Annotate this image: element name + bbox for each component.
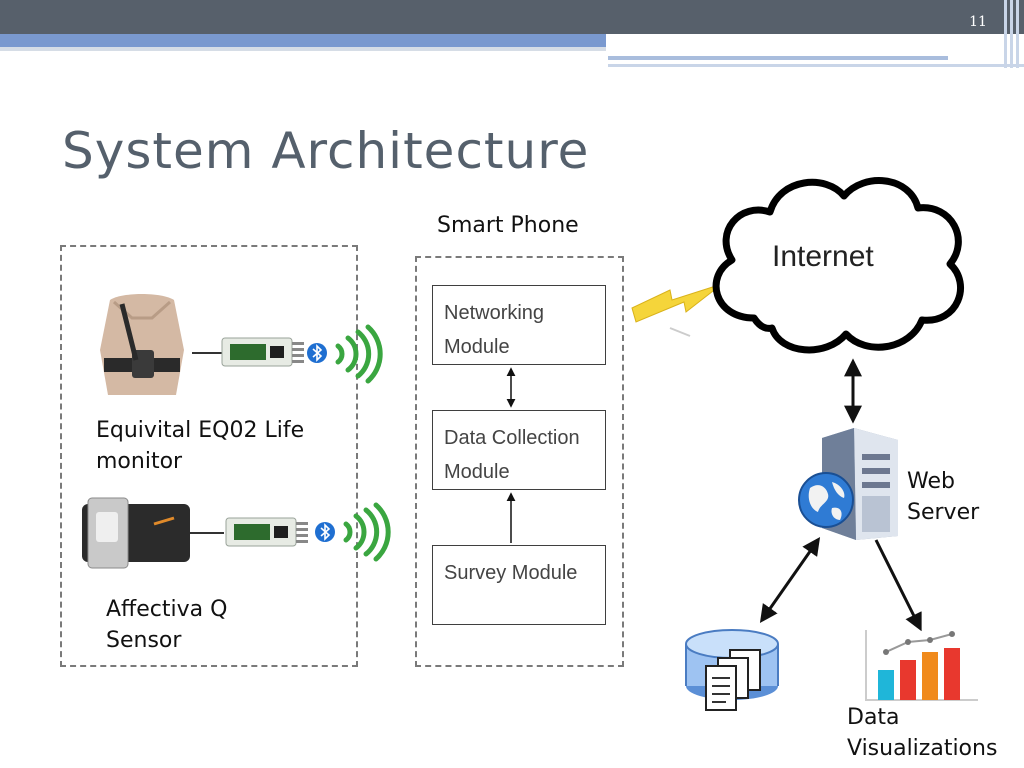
equivital-label: Equivital EQ02 Life monitor	[96, 418, 305, 474]
external-sensors-group	[60, 245, 358, 667]
header-tab-line	[608, 64, 1024, 67]
header-tab	[606, 34, 1024, 68]
survey-module: Survey Module	[432, 545, 606, 625]
header-stripe	[1010, 0, 1013, 68]
bluetooth-module-image	[225, 517, 308, 547]
database-icon	[685, 629, 779, 711]
wifi-waves-icon	[343, 502, 391, 562]
connector-line	[192, 352, 222, 354]
header-tab-line	[608, 56, 948, 60]
globe-icon	[798, 472, 854, 528]
header-accent-line	[0, 47, 1024, 51]
data-collection-module: Data Collection Module	[432, 410, 606, 490]
affectiva-label: Affectiva Q Sensor	[106, 597, 228, 653]
slide-number: 11	[969, 14, 987, 30]
header-stripe	[1016, 0, 1019, 68]
bluetooth-module-image	[221, 337, 304, 367]
server-datavis-arrow	[874, 539, 922, 632]
equivital-monitor-image	[100, 294, 184, 395]
smart-phone-label: Smart Phone	[437, 213, 579, 238]
cloud-icon	[712, 177, 964, 354]
bar-chart-icon	[865, 630, 978, 701]
header-stripe	[1004, 0, 1007, 68]
slide-title: System Architecture	[62, 122, 590, 180]
wifi-waves-icon	[335, 324, 383, 384]
internet-label: Internet	[772, 240, 874, 273]
data-visualizations-label: Data Visualizations	[847, 705, 998, 761]
smart-phone-group	[415, 256, 624, 667]
header-band	[0, 0, 1024, 34]
affectiva-sensor-image	[82, 497, 190, 569]
connector-line	[190, 532, 224, 534]
bluetooth-icon	[307, 343, 327, 363]
server-flatfile-arrow	[759, 537, 821, 623]
networking-module: Networking Module	[432, 285, 606, 365]
web-server-label: Web Server	[907, 469, 980, 525]
bluetooth-icon	[315, 522, 335, 542]
lightning-icon	[631, 283, 723, 337]
